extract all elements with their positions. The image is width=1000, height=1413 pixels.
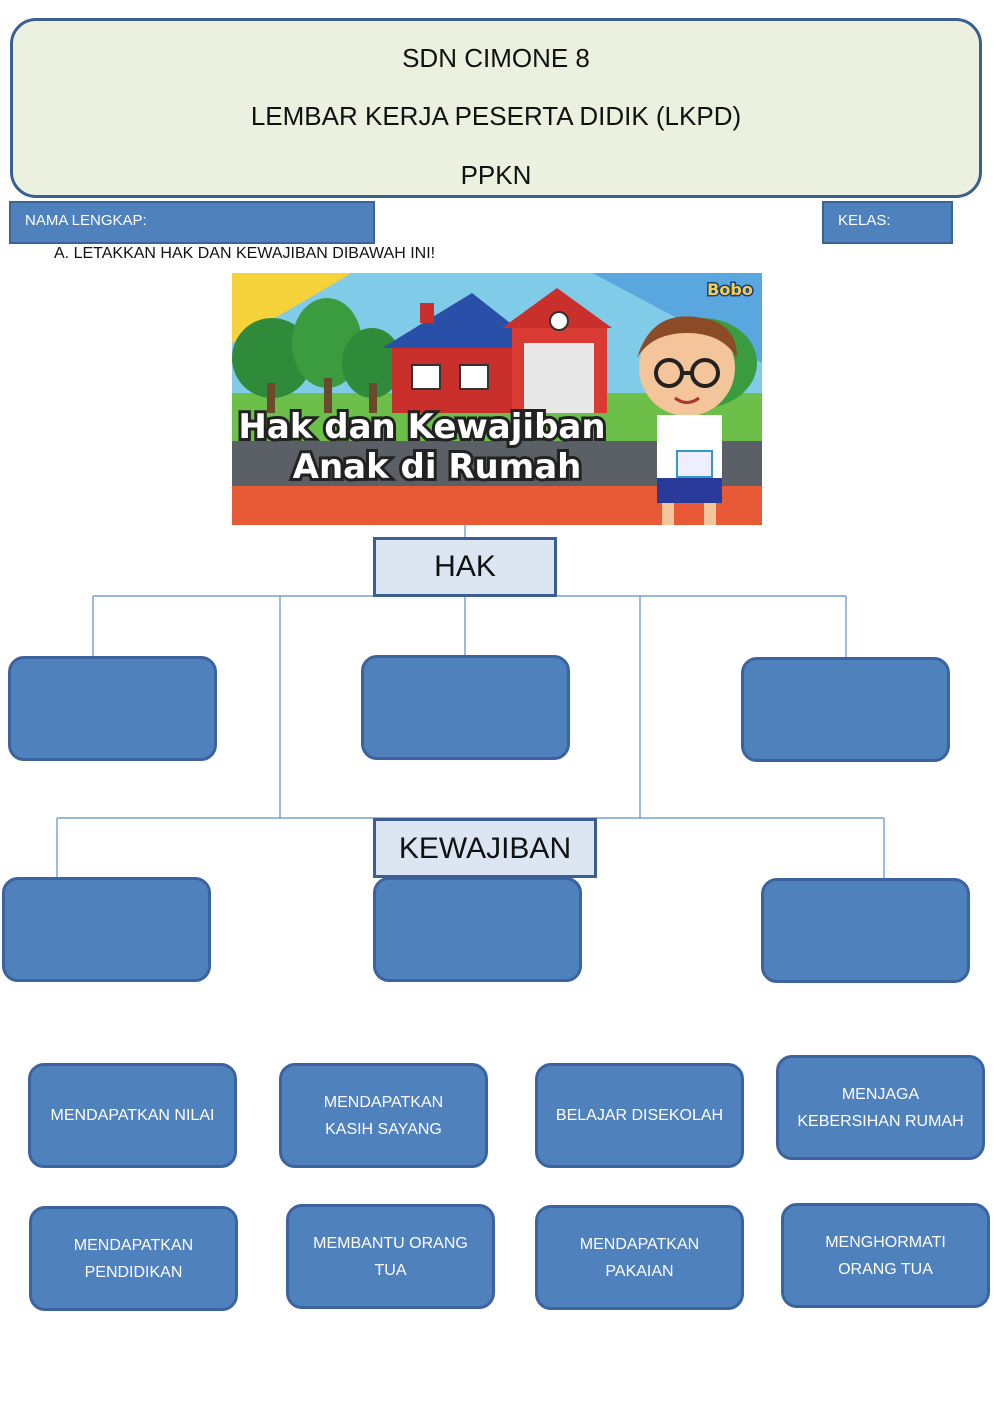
kewajiban-label: KEWAJIBAN [373, 818, 597, 878]
banner-line2: Anak di Rumah [293, 447, 582, 487]
subject-name: PPKN [460, 160, 532, 190]
kewajiban-drop-slot[interactable] [373, 877, 582, 982]
card-line1: MEMBANTU ORANG [313, 1234, 468, 1252]
answer-card[interactable]: MENJAGA KEBERSIHAN RUMAH [776, 1055, 985, 1160]
kewajiban-label-text: KEWAJIBAN [398, 832, 572, 865]
answer-card[interactable]: MENDAPATKAN PAKAIAN [535, 1205, 744, 1310]
kewajiban-drop-slot[interactable] [2, 877, 211, 982]
card-line2: TUA [374, 1261, 407, 1279]
card-line2: KASIH SAYANG [325, 1120, 442, 1138]
worksheet-title: LEMBAR KERJA PESERTA DIDIK (LKPD) [250, 101, 742, 131]
card-line1: MENDAPATKAN [73, 1236, 194, 1254]
card-line2: ORANG TUA [838, 1260, 933, 1278]
answer-card[interactable]: MENDAPATKAN KASIH SAYANG [279, 1063, 488, 1168]
school-name: SDN CIMONE 8 [402, 43, 590, 73]
card-line2: PAKAIAN [605, 1262, 674, 1280]
class-field[interactable]: KELAS: [822, 201, 953, 244]
card-line1: MENGHORMATI [825, 1233, 946, 1251]
card-line1: MENDAPATKAN NILAI [50, 1107, 215, 1124]
header-box: SDN CIMONE 8 LEMBAR KERJA PESERTA DIDIK … [10, 18, 982, 198]
kewajiban-drop-slot[interactable] [761, 878, 970, 983]
card-line2: KEBERSIHAN RUMAH [797, 1112, 964, 1130]
banner-line1: Hak dan Kewajiban [238, 407, 605, 447]
answer-card[interactable]: BELAJAR DISEKOLAH [535, 1063, 744, 1168]
hak-label-text: HAK [434, 550, 496, 583]
answer-card[interactable]: MENGHORMATI ORANG TUA [781, 1203, 990, 1308]
hak-drop-slot[interactable] [361, 655, 570, 760]
card-line1: MENDAPATKAN [323, 1093, 444, 1111]
hak-drop-slot[interactable] [741, 657, 950, 762]
card-line1: MENJAGA [841, 1085, 920, 1103]
class-label: KELAS: [838, 212, 891, 229]
banner-image: Hak dan Kewajiban Anak di Rumah Bobo [232, 273, 762, 525]
banner-logo: Bobo [707, 280, 753, 299]
answer-card[interactable]: MEMBANTU ORANG TUA [286, 1204, 495, 1309]
card-line2: PENDIDIKAN [84, 1263, 183, 1281]
card-line1: BELAJAR DISEKOLAH [555, 1107, 724, 1124]
hak-drop-slot[interactable] [8, 656, 217, 761]
name-label: NAMA LENGKAP: [25, 212, 147, 229]
banner-illustration: Hak dan Kewajiban Anak di Rumah Bobo [232, 273, 762, 525]
answer-card[interactable]: MENDAPATKAN PENDIDIKAN [29, 1206, 238, 1311]
card-line1: MENDAPATKAN [579, 1235, 700, 1253]
hak-label: HAK [373, 537, 557, 597]
instruction-text: A. LETAKKAN HAK DAN KEWAJIBAN DIBAWAH IN… [54, 245, 436, 262]
name-field[interactable]: NAMA LENGKAP: [9, 201, 375, 244]
answer-card[interactable]: MENDAPATKAN NILAI [28, 1063, 237, 1168]
